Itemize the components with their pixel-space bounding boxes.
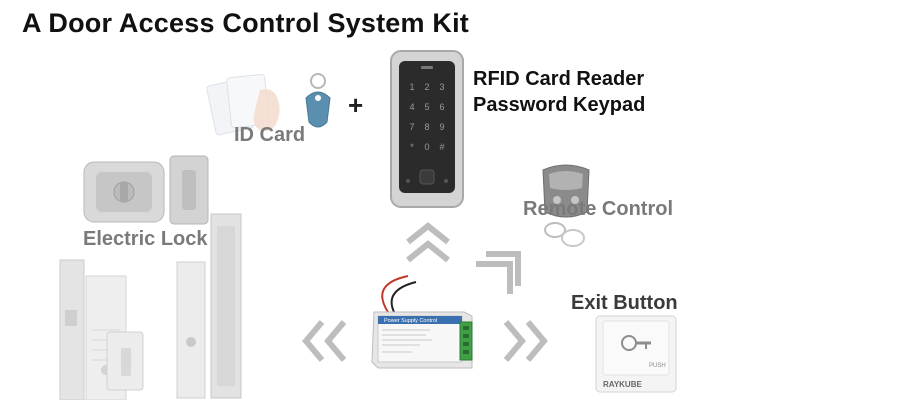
- power-supply-label-text: Power Supply Control: [384, 318, 437, 324]
- keypad-key-9: *: [410, 142, 414, 152]
- remote-control-label: Remote Control: [523, 198, 673, 220]
- lock-bracket-icon: [106, 331, 144, 391]
- chevron-right-icon: [503, 320, 548, 362]
- keypad-key-3: 4: [409, 102, 414, 112]
- power-supply-controller: Power Supply Control: [371, 275, 473, 369]
- exit-button-icon: PUSH RAYKUBE: [595, 315, 677, 393]
- reader-label-line1: RFID Card Reader: [473, 68, 645, 90]
- remote-control-icon: [542, 164, 590, 247]
- keyfob-icon: [305, 73, 331, 128]
- chevron-up-icon: [406, 222, 450, 263]
- keypad-key-4: 5: [424, 102, 429, 112]
- keypad-key-6: 7: [409, 122, 414, 132]
- reader-label-line2: Password Keypad: [473, 94, 646, 116]
- keypad-key-1: 2: [424, 82, 429, 92]
- id-card-icon: [206, 73, 280, 136]
- plus-sign: +: [348, 90, 364, 120]
- chevron-left-icon: [302, 320, 347, 362]
- electric-lock-label: Electric Lock: [83, 228, 208, 250]
- keypad-key-10: 0: [424, 142, 429, 152]
- exit-push-text: PUSH: [649, 363, 666, 369]
- magnetic-lock-icon: [176, 213, 242, 399]
- electric-rim-lock-icon: [83, 155, 209, 225]
- page-title: A Door Access Control System Kit: [22, 8, 469, 38]
- exit-button-label: Exit Button: [571, 292, 678, 314]
- exit-brand-text: RAYKUBE: [603, 380, 642, 389]
- keypad-key-0: 1: [409, 82, 414, 92]
- keypad-key-5: 6: [439, 102, 444, 112]
- chevron-up-right-icon: [476, 251, 521, 294]
- keypad-key-8: 9: [439, 122, 444, 132]
- keypad-key-2: 3: [439, 82, 444, 92]
- keypad-key-11: #: [439, 142, 444, 152]
- keypad-key-7: 8: [424, 122, 429, 132]
- id-card-label: ID Card: [234, 124, 306, 146]
